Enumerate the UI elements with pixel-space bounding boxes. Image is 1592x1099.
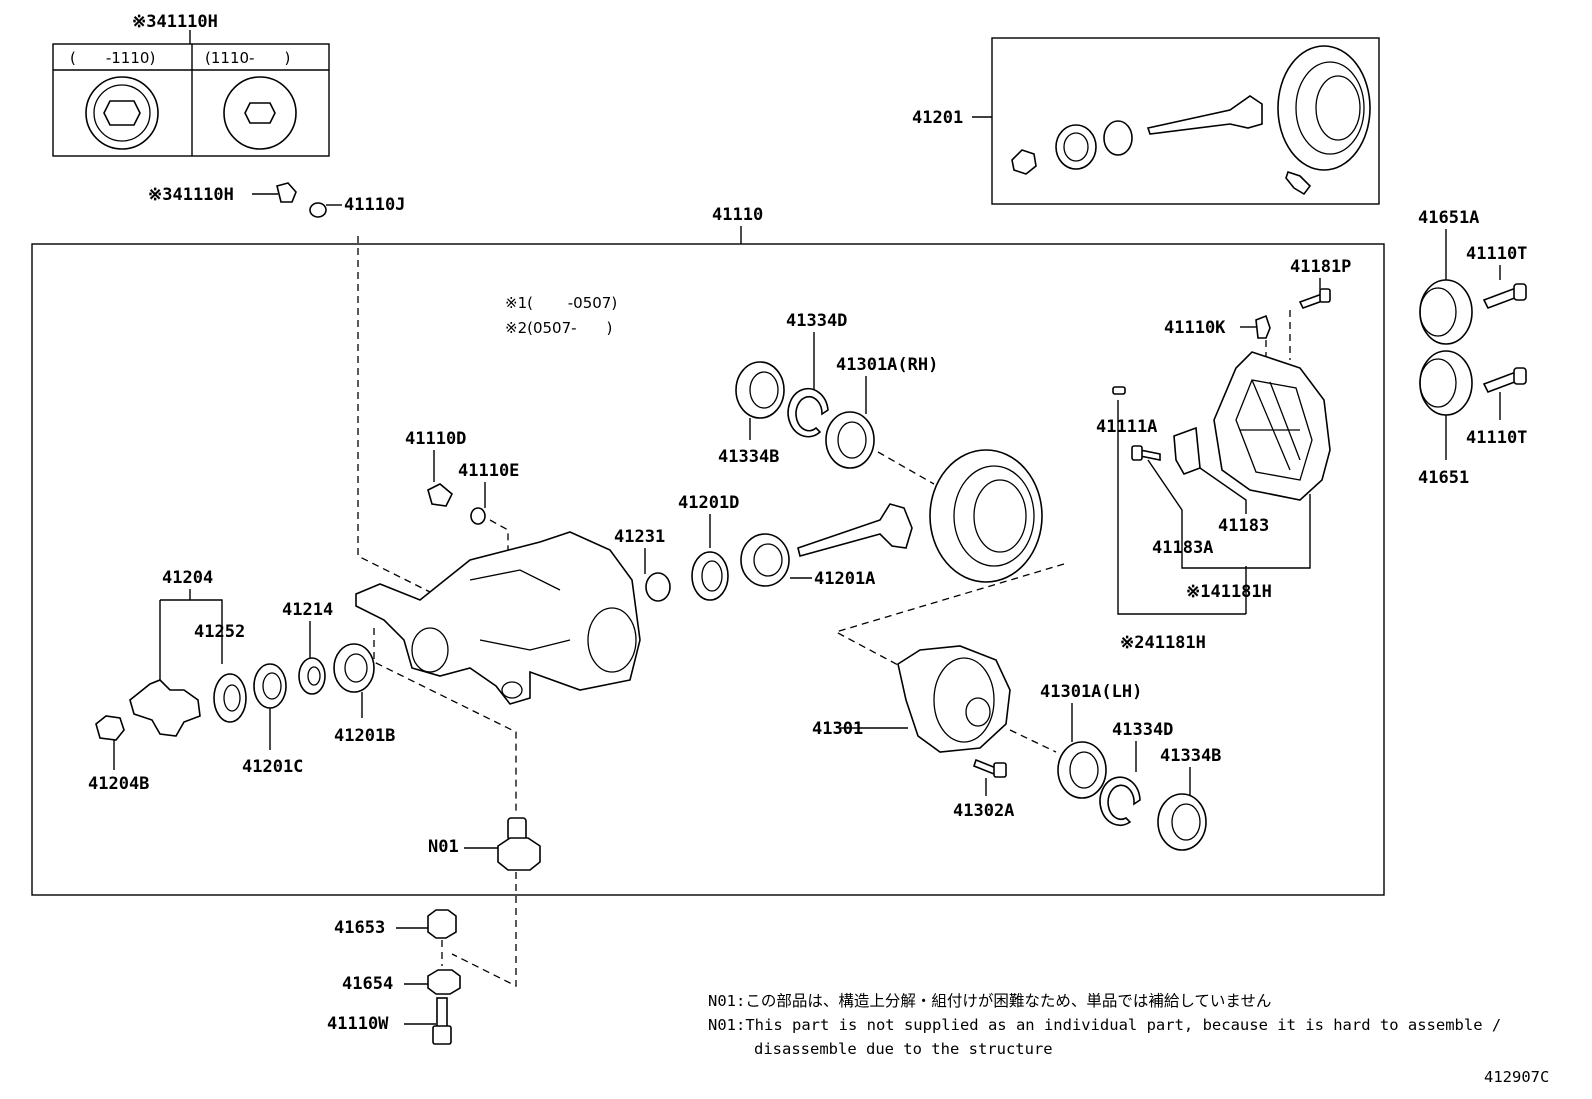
gasket-41110E-icon: [470, 507, 486, 525]
bolt-41110T-b-icon: [1482, 367, 1527, 394]
bearing-41301A-RH-icon: [825, 411, 875, 469]
label-41110J: 41110J: [344, 195, 405, 215]
bearing-41201A-icon: [740, 533, 790, 587]
slinger-41214-icon: [298, 657, 326, 695]
label-41201: 41201: [912, 108, 963, 128]
bolt-41302A-icon: [973, 758, 1007, 778]
label-41334D-a: 41334D: [786, 311, 847, 331]
label-41111A: 41111A: [1096, 417, 1157, 437]
label-41231: 41231: [614, 527, 665, 547]
label-41204B: 41204B: [88, 774, 149, 794]
label-41201D: 41201D: [678, 493, 739, 513]
footnote-en-2: disassemble due to the structure: [754, 1040, 1053, 1058]
label-41183: 41183: [1218, 516, 1269, 536]
figure-id: 412907C: [1484, 1068, 1549, 1086]
label-41653: 41653: [334, 918, 385, 938]
label-41334B-a: 41334B: [718, 447, 779, 467]
label-41201B: 41201B: [334, 726, 395, 746]
flange-41651A-icon: [1419, 279, 1473, 345]
label-41183A: 41183A: [1152, 538, 1213, 558]
assembly-41110-frame: [31, 243, 1385, 896]
washer-41110J-icon: [309, 202, 327, 218]
oil-seal-41334B-lower-icon: [1157, 793, 1207, 851]
nut-41204B-icon: [95, 715, 125, 741]
label-N01: N01: [428, 837, 459, 857]
inset-col2-label: (1110- ): [205, 49, 290, 67]
dust-deflector-41252-icon: [213, 673, 247, 723]
bracket-icon: [1173, 426, 1201, 475]
label-41201C: 41201C: [242, 757, 303, 777]
gasket-41111A-icon: [1112, 386, 1126, 395]
label-41334D-b: 41334D: [1112, 720, 1173, 740]
footnote-en-1: N01:This part is not supplied as an indi…: [708, 1016, 1501, 1034]
label-41301A-RH: 41301A(RH): [836, 355, 938, 375]
label-41110T-b: 41110T: [1466, 428, 1527, 448]
mount-N01-icon: [497, 817, 541, 871]
cushion-41654-icon: [427, 969, 461, 995]
ring-gear-icon: [929, 449, 1043, 583]
spacer-41231-icon: [645, 572, 671, 602]
inset-41110H: ※341110H ( -1110) (1110- ): [52, 12, 330, 157]
label-41110E: 41110E: [458, 461, 519, 481]
label-41651A: 41651A: [1418, 208, 1479, 228]
bolt-41183A-icon: [1131, 445, 1161, 461]
inset-col1-label: ( -1110): [70, 49, 155, 67]
bearing-41201B-icon: [333, 643, 375, 693]
label-41181H-2: ※241181H: [1120, 633, 1206, 653]
label-41204: 41204: [162, 568, 213, 588]
bearing-41301A-LH-icon: [1057, 741, 1107, 799]
label-41110T-a: 41110T: [1466, 244, 1527, 264]
plug-41110D-icon: [427, 483, 453, 507]
gear-set-41201-frame: [991, 37, 1380, 205]
bolt-41110T-a-icon: [1482, 283, 1527, 310]
label-41110W: 41110W: [327, 1014, 389, 1034]
label-41252: 41252: [194, 622, 245, 642]
snap-ring-41334D-upper-icon: [787, 387, 829, 438]
note-2: ※2(0507- ): [505, 319, 612, 337]
cushion-41653-icon: [427, 909, 457, 939]
bolt-41181P-icon: [1298, 288, 1331, 309]
breather-plug-41110K-icon: [1255, 314, 1271, 339]
drive-pinion-icon: [797, 503, 913, 557]
label-41654: 41654: [342, 974, 393, 994]
label-41301A-LH: 41301A(LH): [1040, 682, 1142, 702]
label-41110H-top: ※341110H: [132, 12, 218, 32]
label-41110H: ※341110H: [148, 185, 234, 205]
oil-seal-41201C-icon: [253, 663, 287, 709]
flange-41651-icon: [1419, 350, 1473, 416]
bolt-41110W-icon: [432, 997, 452, 1045]
label-41201A: 41201A: [814, 569, 875, 589]
nut-new-icon: [223, 76, 297, 150]
nut-41110H-icon: [276, 182, 297, 203]
label-41651: 41651: [1418, 468, 1469, 488]
differential-case-41301-icon: [897, 645, 1011, 753]
label-41110K: 41110K: [1164, 318, 1226, 338]
label-41214: 41214: [282, 600, 333, 620]
label-41181P: 41181P: [1290, 257, 1351, 277]
label-41302A: 41302A: [953, 801, 1014, 821]
label-41301: 41301: [812, 719, 863, 739]
footnote-jp: N01:この部品は、構造上分解・組付けが困難なため、単品では補給していません: [708, 992, 1271, 1010]
label-41181H-1: ※141181H: [1186, 582, 1272, 602]
label-41110D: 41110D: [405, 429, 466, 449]
rear-cover-41183-icon: [1213, 351, 1331, 501]
ring-pinion-gear-set-icon: [1011, 45, 1371, 196]
washer-41201D-icon: [691, 551, 729, 601]
note-1: ※1( -0507): [505, 294, 617, 312]
companion-flange-41204-icon: [129, 679, 201, 737]
differential-carrier-icon: [355, 531, 641, 705]
label-41334B-b: 41334B: [1160, 746, 1221, 766]
label-41110: 41110: [712, 205, 763, 225]
snap-ring-41334D-lower-icon: [1099, 776, 1141, 826]
oil-seal-41334B-upper-icon: [735, 361, 785, 419]
nut-old-icon: [85, 76, 159, 150]
